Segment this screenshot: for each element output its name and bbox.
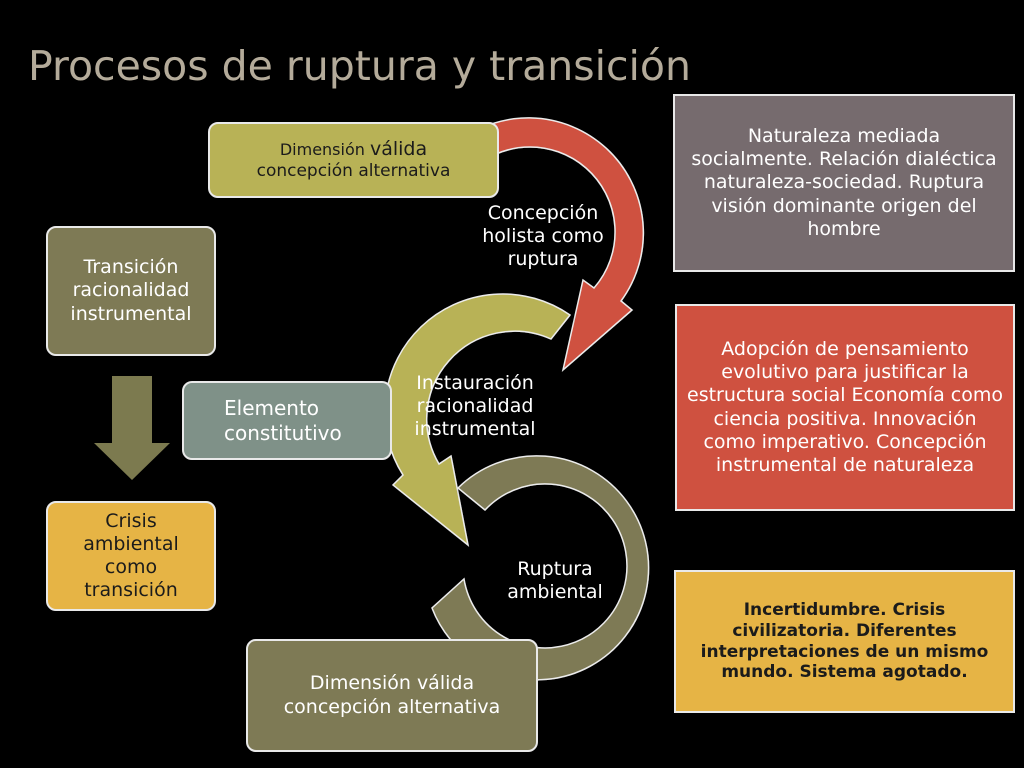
crisis-box: Crisis ambiental como transición bbox=[46, 501, 216, 611]
dimension-top-line2: concepción alternativa bbox=[256, 161, 451, 182]
dimension-box-top: Dimensión válida concepción alternativa bbox=[208, 122, 499, 198]
dimension-top-line1: Dimensión válida bbox=[280, 138, 427, 161]
bottom-cycle-arrow bbox=[431, 455, 650, 681]
elemento-box: Elemento constitutivo bbox=[182, 381, 392, 460]
dimension-top-emphasis: válida bbox=[369, 138, 428, 161]
cycle-label-middle: Instauración racionalidad instrumental bbox=[414, 372, 536, 441]
transition-box: Transición racionalidad instrumental bbox=[46, 226, 216, 356]
dimension-top-prefix: Dimensión bbox=[279, 140, 370, 160]
naturaleza-box: Naturaleza mediada socialmente. Relación… bbox=[673, 94, 1015, 272]
down-arrow bbox=[94, 376, 170, 480]
top-cycle-arrow bbox=[452, 117, 645, 373]
cycle-label-top: Concepción holista como ruptura bbox=[482, 202, 604, 271]
adopcion-box: Adopción de pensamiento evolutivo para j… bbox=[675, 304, 1015, 511]
page-title: Procesos de ruptura y transición bbox=[28, 42, 691, 90]
cycle-label-bottom: Ruptura ambiental bbox=[507, 558, 603, 604]
incertidumbre-box: Incertidumbre. Crisis civilizatoria. Dif… bbox=[674, 570, 1015, 713]
middle-cycle-arrow bbox=[384, 293, 572, 547]
dimension-box-bottom: Dimensión válida concepción alternativa bbox=[246, 639, 538, 752]
